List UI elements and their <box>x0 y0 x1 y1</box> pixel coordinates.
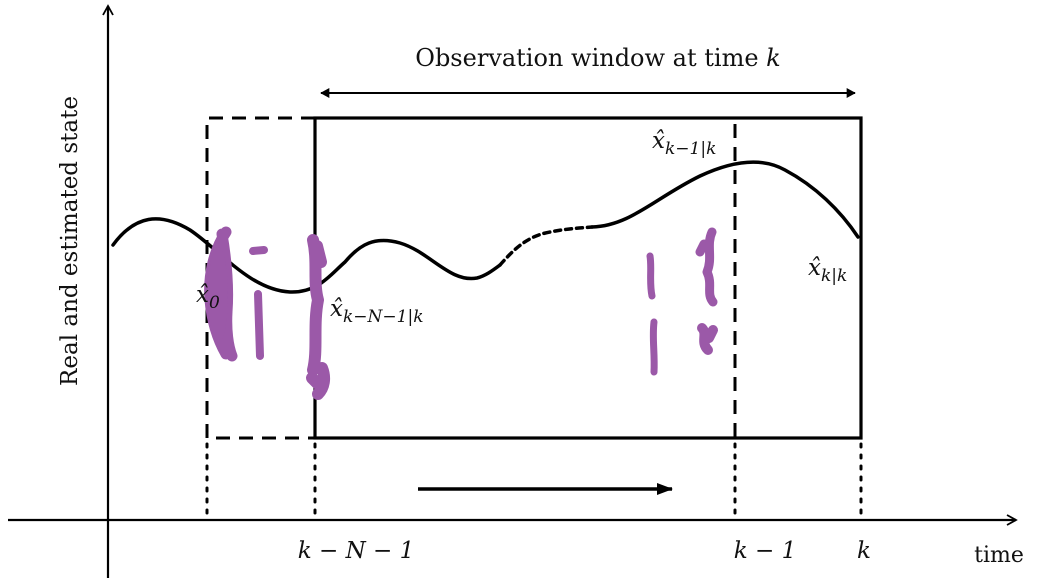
label-x-k-base: x̂ <box>808 255 821 281</box>
label-x0: x̂0 <box>196 282 220 313</box>
tick-k-1: k − 1 <box>734 538 796 564</box>
label-x0-sub: 0 <box>209 293 220 313</box>
tick-k: k <box>857 538 871 564</box>
scribble-dash-1 <box>249 246 268 255</box>
state-trajectory-gap <box>498 225 594 267</box>
label-x-k1-base: x̂ <box>652 128 665 154</box>
label-x-k: x̂k|k <box>808 255 847 286</box>
label-x-k1-sub: k−1|k <box>665 139 716 159</box>
scribble-right-2 <box>649 318 658 376</box>
scribble-left-fill <box>208 247 228 343</box>
annotation-scribbles <box>204 226 718 400</box>
label-x-kN1-sub: k−N−1|k <box>343 307 424 327</box>
scribble-dash-2 <box>254 290 264 360</box>
scribble-mid <box>306 234 331 400</box>
label-x-k-sub: k|k <box>821 266 847 286</box>
scribble-right-4 <box>697 323 718 355</box>
scribble-right-1 <box>646 252 656 300</box>
label-x-kN1-base: x̂ <box>330 296 343 322</box>
window-title-text: Observation window at time <box>415 44 766 72</box>
tick-k-N-1: k − N − 1 <box>298 538 414 564</box>
label-x-kN1: x̂k−N−1|k <box>330 296 424 327</box>
label-x0-base: x̂ <box>196 282 209 308</box>
window-title: Observation window at time k <box>415 44 780 72</box>
y-axis-label: Real and estimated state <box>57 96 83 386</box>
x-axis-label: time <box>974 543 1024 568</box>
window-title-var: k <box>766 44 781 72</box>
scribble-right-3 <box>695 227 718 307</box>
time-projections <box>205 442 863 519</box>
previous-window-box <box>205 116 315 440</box>
state-trajectory <box>111 217 502 294</box>
state-trajectory-end <box>590 160 860 239</box>
label-x-k1: x̂k−1|k <box>652 128 716 159</box>
